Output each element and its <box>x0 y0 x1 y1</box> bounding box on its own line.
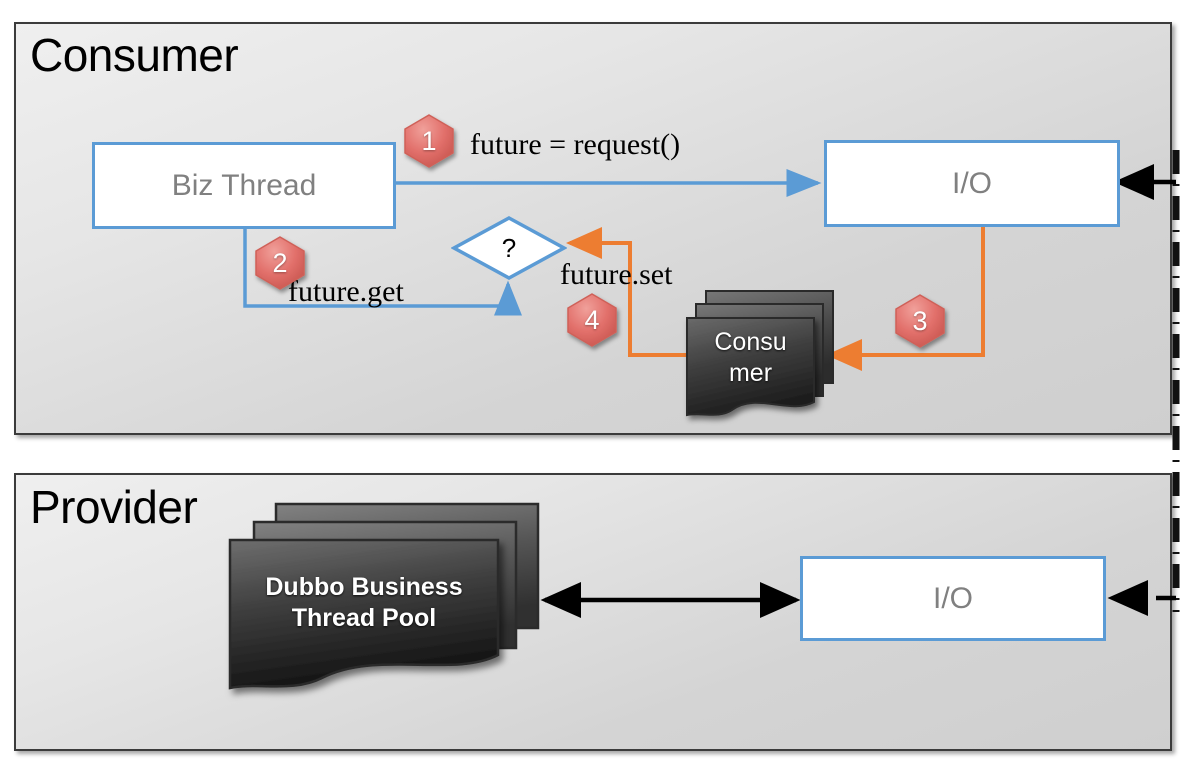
step-badge-2: 2 <box>252 235 308 291</box>
step-badge-4: 4 <box>564 292 620 348</box>
provider-panel-title: Provider <box>30 481 198 533</box>
provider-io-label: I/O <box>932 581 973 615</box>
decision-diamond[interactable]: ? <box>451 215 567 281</box>
biz-thread-box[interactable]: Biz Thread <box>92 142 396 229</box>
step-badge-1: 1 <box>401 113 457 169</box>
step-badge-1-number: 1 <box>421 125 437 156</box>
provider-io-box[interactable]: I/O <box>800 556 1106 641</box>
step-badge-4-number: 4 <box>584 304 600 335</box>
consumer-io-box[interactable]: I/O <box>824 140 1120 227</box>
decision-diamond-label: ? <box>501 232 517 263</box>
step-badge-3-number: 3 <box>912 305 928 336</box>
biz-thread-label: Biz Thread <box>171 168 317 202</box>
step-badge-3: 3 <box>892 293 948 349</box>
consumer-io-label: I/O <box>951 166 992 200</box>
consumer-panel-title: Consumer <box>30 29 239 81</box>
label-future-set: future.set <box>560 258 673 291</box>
label-future-get: future.get <box>288 275 404 308</box>
step-badge-2-number: 2 <box>272 247 288 278</box>
label-future-request: future = request() <box>470 128 681 161</box>
consumer-thread-stack[interactable]: Consu mer <box>684 288 836 418</box>
dubbo-thread-pool-stack[interactable]: Dubbo Business Thread Pool <box>226 500 546 700</box>
